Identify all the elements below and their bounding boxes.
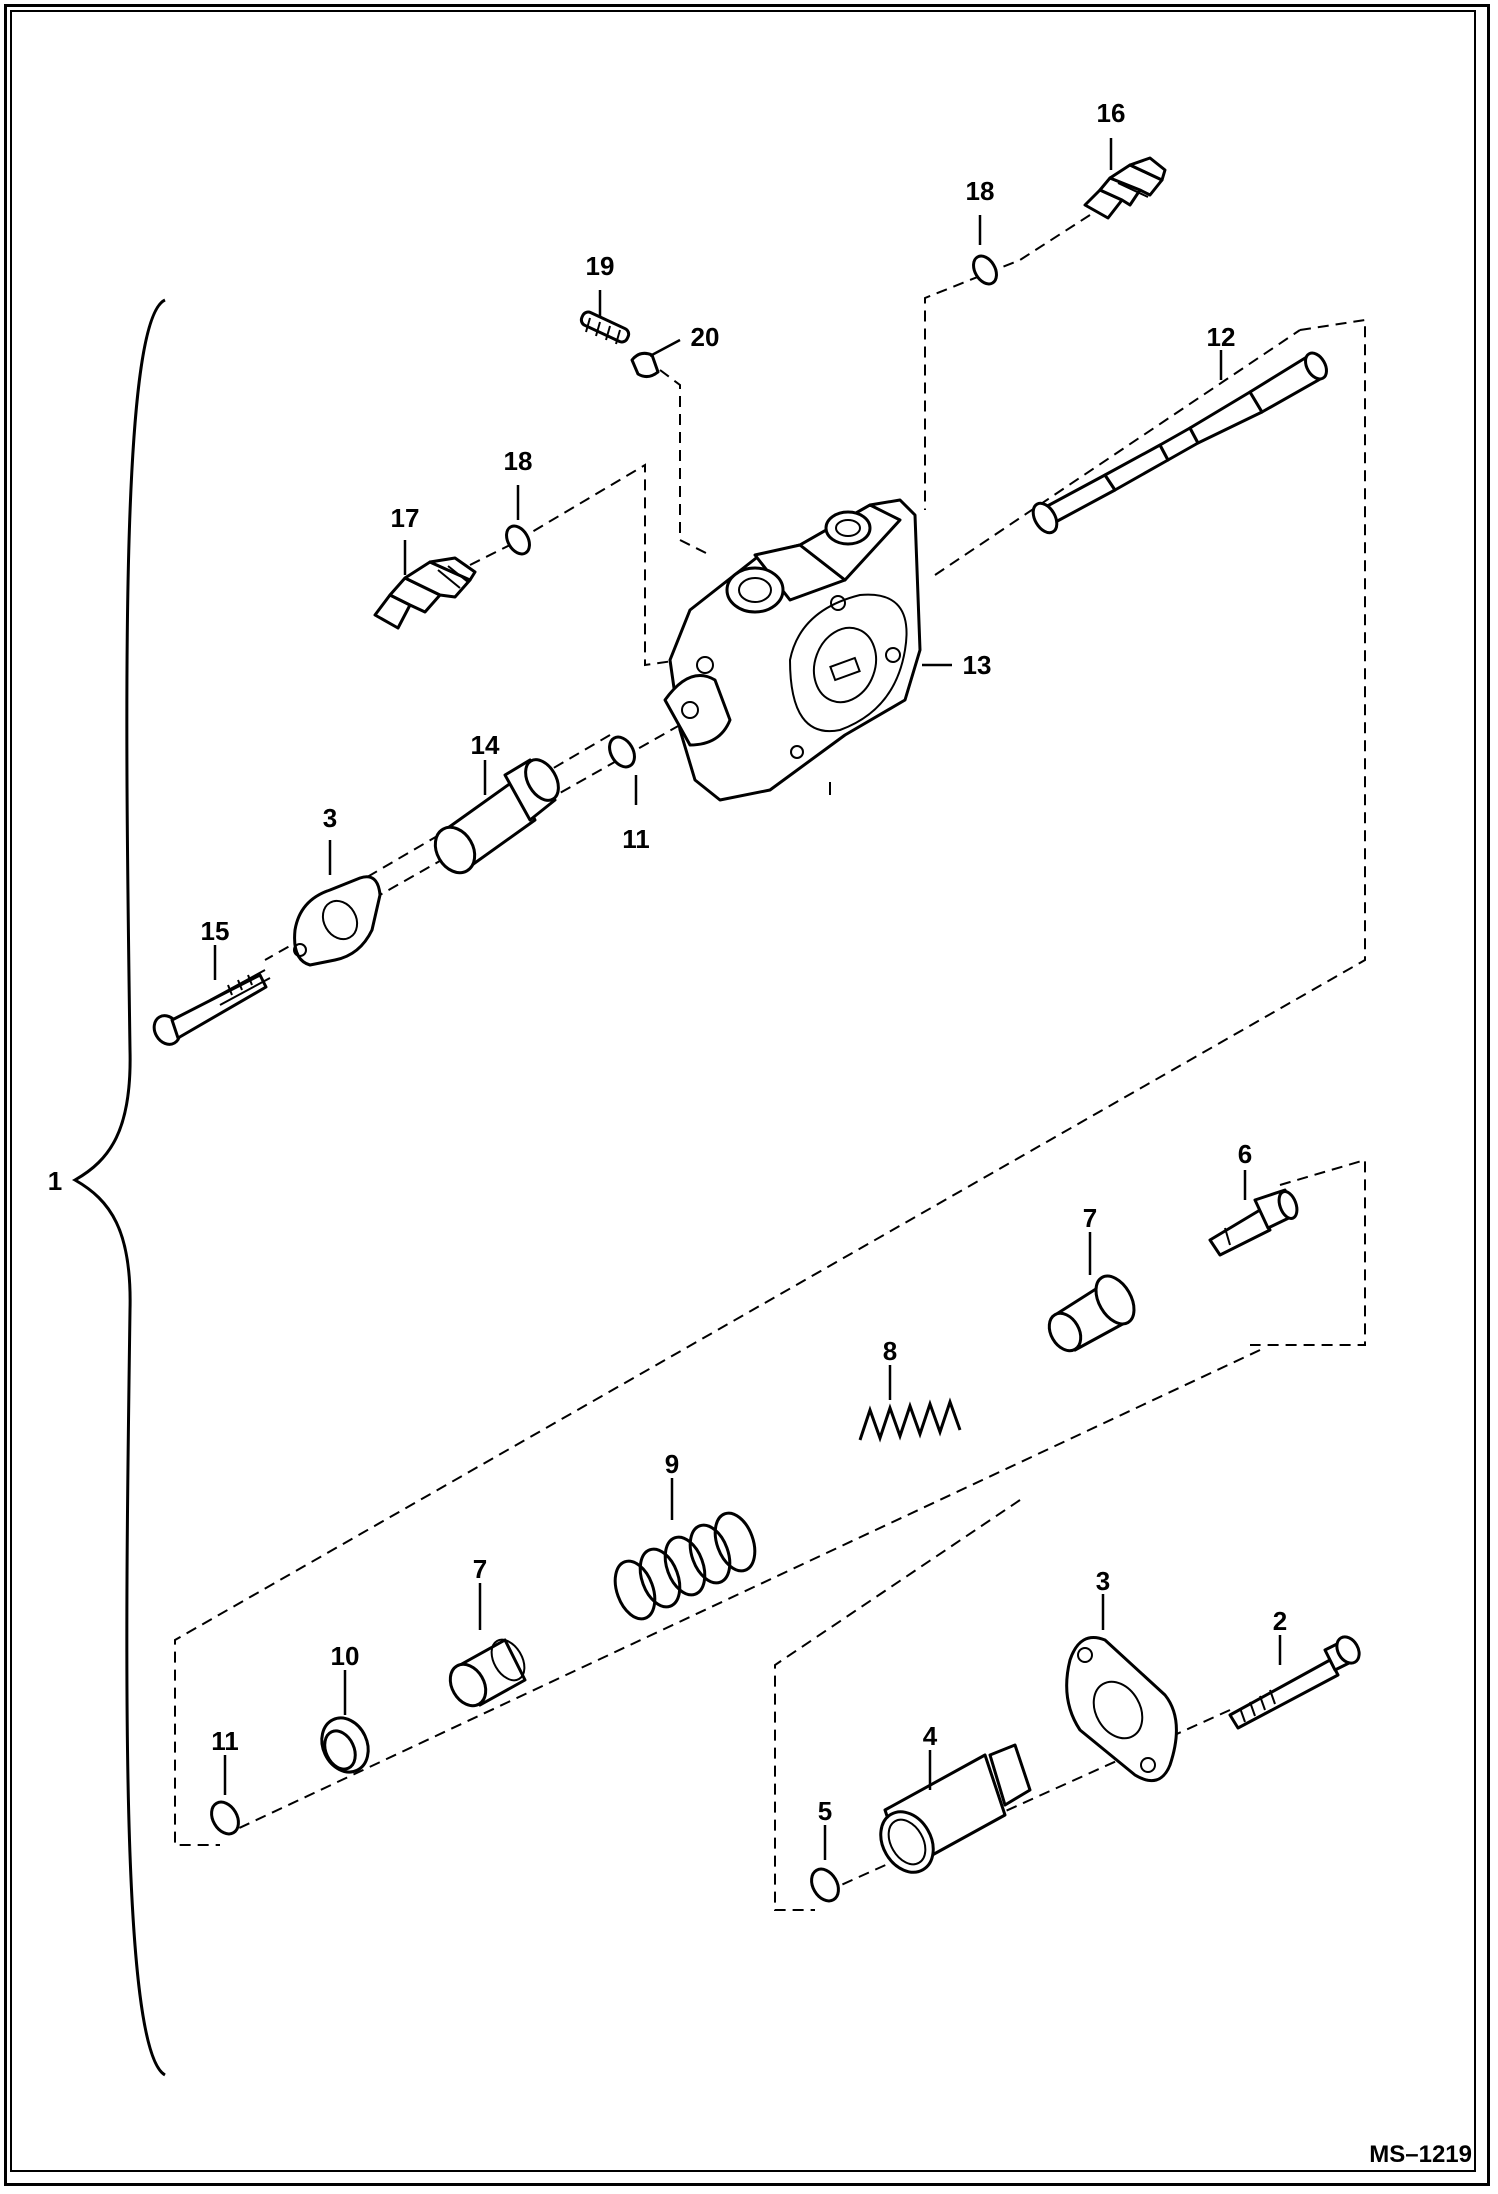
part-5-o-ring (810, 1867, 840, 1903)
part-3-flange-upper (293, 875, 382, 967)
part-20-poppet (630, 351, 660, 379)
guide-lines (174, 214, 1366, 1911)
part-12-spool (1031, 351, 1328, 535)
assembly-brace (71, 298, 166, 2077)
part-10-seat (320, 1716, 370, 1774)
outer-border (4, 4, 1490, 2186)
part-9-spring (613, 1511, 757, 1621)
callout-13: 13 (963, 650, 992, 680)
callout-15: 15 (201, 916, 230, 946)
callout-17: 17 (391, 503, 420, 533)
callout-8: 8 (883, 1336, 897, 1366)
leader-lines (213, 138, 1282, 1860)
part-11-o-ring-upper (608, 735, 636, 769)
callout-12: 12 (1207, 322, 1236, 352)
callout-10: 10 (331, 1641, 360, 1671)
assembly-callout-1: 1 (48, 1166, 62, 1196)
callout-14: 14 (471, 730, 500, 760)
part-16-pressure-switch (1083, 156, 1167, 220)
callout-7: 7 (473, 1554, 487, 1584)
callout-3: 3 (1096, 1566, 1110, 1596)
part-6-bolt (1208, 1188, 1299, 1257)
part-7-sleeve-upper (1047, 1274, 1136, 1353)
part-8-spring (858, 1397, 962, 1443)
callout-2: 2 (1273, 1606, 1287, 1636)
callout-6: 6 (1238, 1139, 1252, 1169)
part-7-sleeve-lower (448, 1638, 527, 1708)
part-15-bolt (152, 969, 271, 1046)
callout-5: 5 (818, 1796, 832, 1826)
callout-20: 20 (691, 322, 720, 352)
callout-11: 11 (622, 824, 650, 854)
part-17-relief-valve (373, 556, 477, 630)
part-4-cap (879, 1743, 1032, 1874)
part-2-bolt (1228, 1635, 1361, 1730)
callout-4: 4 (923, 1721, 938, 1751)
callout-11: 11 (211, 1726, 239, 1756)
part-3-flange-lower (1065, 1636, 1178, 1783)
callout-3: 3 (323, 803, 337, 833)
part-19-spring (579, 310, 631, 345)
callout-9: 9 (665, 1449, 679, 1479)
callout-18: 18 (504, 446, 533, 476)
part-13-valve-body (663, 498, 922, 802)
drawing-code: MS–1219 (1369, 2141, 1472, 2168)
callout-16: 16 (1097, 98, 1126, 128)
part-11-o-ring-lower (210, 1800, 240, 1836)
part-14-cap (433, 758, 560, 875)
inner-border (10, 10, 1476, 2172)
callout-18: 18 (966, 176, 995, 206)
part-18-o-ring-left (505, 524, 531, 556)
part-18-o-ring-upper (972, 254, 998, 286)
callout-19: 19 (586, 251, 615, 281)
callout-7: 7 (1083, 1203, 1097, 1233)
callout-labels: 16 18 19 20 12 18 17 13 14 11 3 15 6 7 8… (201, 98, 1288, 1826)
